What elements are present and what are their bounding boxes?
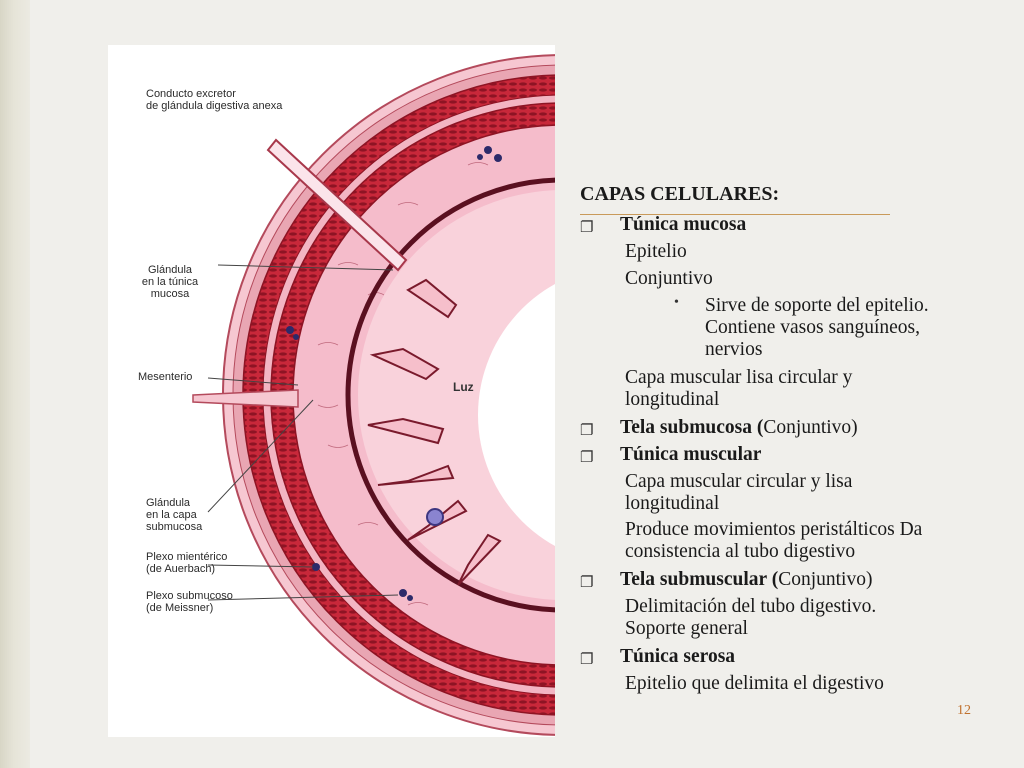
list-subitem: Produce movimientos peristálticos Da con… bbox=[625, 519, 922, 563]
slide-heading: CAPAS CELULARES: bbox=[580, 183, 780, 205]
item-line: nervios bbox=[705, 339, 763, 360]
label-line: de glándula digestiva anexa bbox=[146, 100, 283, 112]
hollow-square-bullet-icon: ❐ bbox=[580, 650, 594, 668]
list-subitem: Epitelio bbox=[625, 241, 687, 262]
label-line: Glándula bbox=[147, 264, 193, 276]
item-line: Contiene vasos sanguíneos, bbox=[705, 317, 921, 338]
list-item-tunica-mucosa: Túnica mucosa bbox=[620, 214, 746, 236]
label-mesenterio: Mesenterio bbox=[138, 371, 193, 383]
label-line: (de Meissner) bbox=[146, 602, 214, 614]
item-normal: Conjuntivo) bbox=[778, 569, 873, 590]
item-line: consistencia al tubo digestivo bbox=[625, 541, 856, 562]
label-line: submucosa bbox=[146, 521, 203, 533]
label-plexo-submucoso: Plexo submucoso (de Meissner) bbox=[146, 590, 233, 614]
label-line: Plexo submucoso bbox=[146, 590, 233, 602]
item-line: longitudinal bbox=[625, 389, 720, 410]
label-luz: Luz bbox=[453, 380, 474, 394]
dot-bullet-icon: • bbox=[674, 295, 679, 310]
item-bold: Tela submuscular ( bbox=[620, 569, 779, 590]
label-line: mucosa bbox=[150, 288, 190, 300]
list-item-tunica-muscular: Túnica muscular bbox=[620, 444, 761, 466]
list-subitem: Epitelio que delimita el digestivo bbox=[625, 673, 884, 694]
label-line: en la túnica bbox=[141, 276, 199, 288]
list-dot-item: Sirve de soporte del epitelio. Contiene … bbox=[705, 295, 1015, 361]
item-normal: Conjuntivo) bbox=[763, 417, 858, 438]
label-line: Conducto excretor bbox=[146, 88, 236, 100]
list-item-tela-submucosa: Tela submucosa (Conjuntivo) bbox=[620, 417, 858, 439]
item-line: Soporte general bbox=[625, 618, 748, 639]
list-item-tela-submuscular: Tela submuscular (Conjuntivo) bbox=[620, 569, 872, 591]
label-plexo-mienterico: Plexo mientérico (de Auerbach) bbox=[146, 551, 227, 575]
heading-divider bbox=[580, 214, 890, 215]
label-line: (de Auerbach) bbox=[146, 563, 216, 575]
hollow-square-bullet-icon: ❐ bbox=[580, 573, 594, 591]
item-line: longitudinal bbox=[625, 493, 720, 514]
hollow-square-bullet-icon: ❐ bbox=[580, 421, 594, 439]
label-conducto-excretor: Conducto excretor de glándula digestiva … bbox=[146, 88, 282, 112]
item-bold: Túnica serosa bbox=[620, 646, 736, 667]
hollow-square-bullet-icon: ❐ bbox=[580, 218, 594, 236]
list-item-tunica-serosa: Túnica serosa bbox=[620, 646, 735, 668]
list-subitem: Capa muscular circular y lisa longitudin… bbox=[625, 471, 852, 515]
item-line: Produce movimientos peristálticos Da bbox=[625, 519, 923, 540]
label-line: Glándula bbox=[146, 497, 191, 509]
item-bold: Túnica muscular bbox=[620, 444, 762, 465]
list-subitem: Delimitación del tubo digestivo. Soporte… bbox=[625, 596, 876, 640]
hollow-square-bullet-icon: ❐ bbox=[580, 448, 594, 466]
item-line: Delimitación del tubo digestivo. bbox=[625, 596, 877, 617]
list-subitem: Conjuntivo bbox=[625, 268, 713, 289]
label-glandula-submucosa: Glándula en la capa submucosa bbox=[146, 497, 202, 533]
label-glandula-mucosa: Glándula en la túnica mucosa bbox=[138, 264, 202, 300]
item-line: Capa muscular circular y lisa bbox=[625, 471, 853, 492]
list-subitem: Capa muscular lisa circular y longitudin… bbox=[625, 367, 852, 411]
item-line: Sirve de soporte del epitelio. bbox=[705, 295, 929, 316]
item-bold: Túnica mucosa bbox=[620, 214, 747, 235]
page-number: 12 bbox=[957, 703, 971, 718]
label-line: Plexo mientérico bbox=[146, 551, 228, 563]
item-line: Capa muscular lisa circular y bbox=[625, 367, 853, 388]
label-line: en la capa bbox=[146, 509, 197, 521]
item-bold: Tela submucosa ( bbox=[620, 417, 764, 438]
digestive-tube-diagram: Conducto excretor de glándula digestiva … bbox=[108, 45, 555, 737]
digestive-wall-illustration bbox=[192, 54, 555, 736]
